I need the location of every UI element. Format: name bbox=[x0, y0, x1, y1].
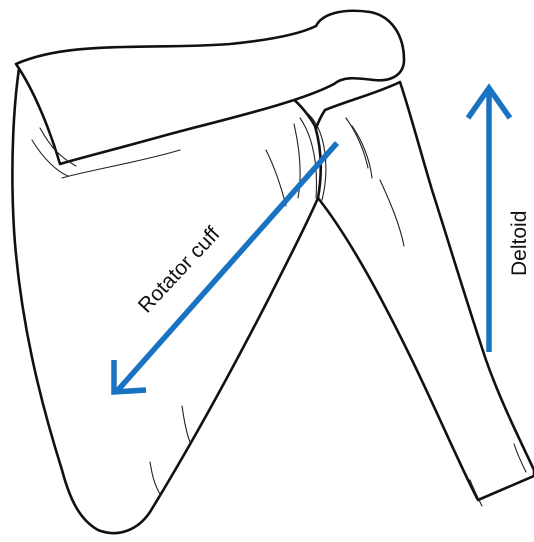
deltoid-arrow bbox=[468, 88, 510, 352]
deltoid-label: Deltoid bbox=[508, 211, 531, 276]
humerus bbox=[311, 82, 534, 500]
